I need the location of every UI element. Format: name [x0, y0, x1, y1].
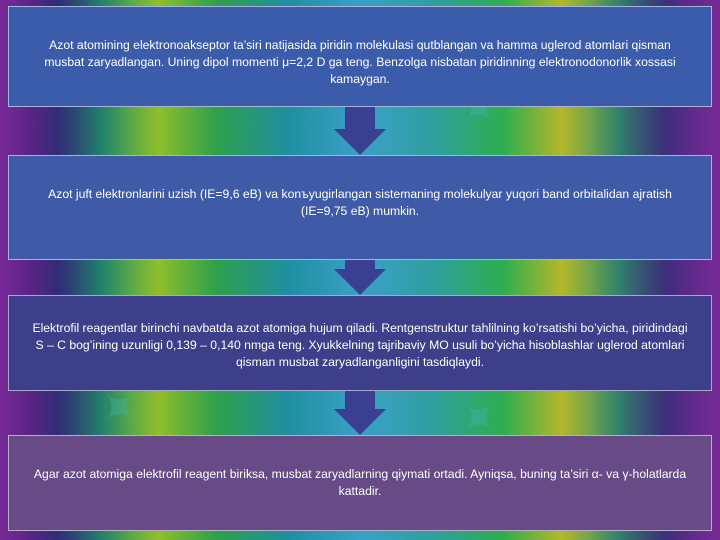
step-box-1: Azot atomining elektronoakseptor ta’siri…: [8, 6, 712, 107]
down-arrow-icon: [334, 269, 386, 295]
down-arrow-icon: [334, 129, 386, 155]
down-arrow-icon: [334, 409, 386, 435]
step-text-4: Agar azot atomiga elektrofil reagent bir…: [33, 467, 687, 498]
step-box-4: Agar azot atomiga elektrofil reagent bir…: [8, 435, 712, 531]
arrow-shaft-1: [345, 107, 375, 129]
arrow-shaft-3: [345, 391, 375, 409]
arrow-shaft-2: [345, 260, 375, 270]
step-text-2: Azot juft elektronlarini uzish (IE=9,6 e…: [48, 187, 672, 218]
step-box-2: Azot juft elektronlarini uzish (IE=9,6 e…: [8, 155, 712, 260]
step-text-1: Azot atomining elektronoakseptor ta’siri…: [44, 38, 676, 86]
step-box-3: Elektrofil reagentlar birinchi navbatda …: [8, 295, 712, 391]
step-text-3: Elektrofil reagentlar birinchi navbatda …: [32, 321, 688, 369]
